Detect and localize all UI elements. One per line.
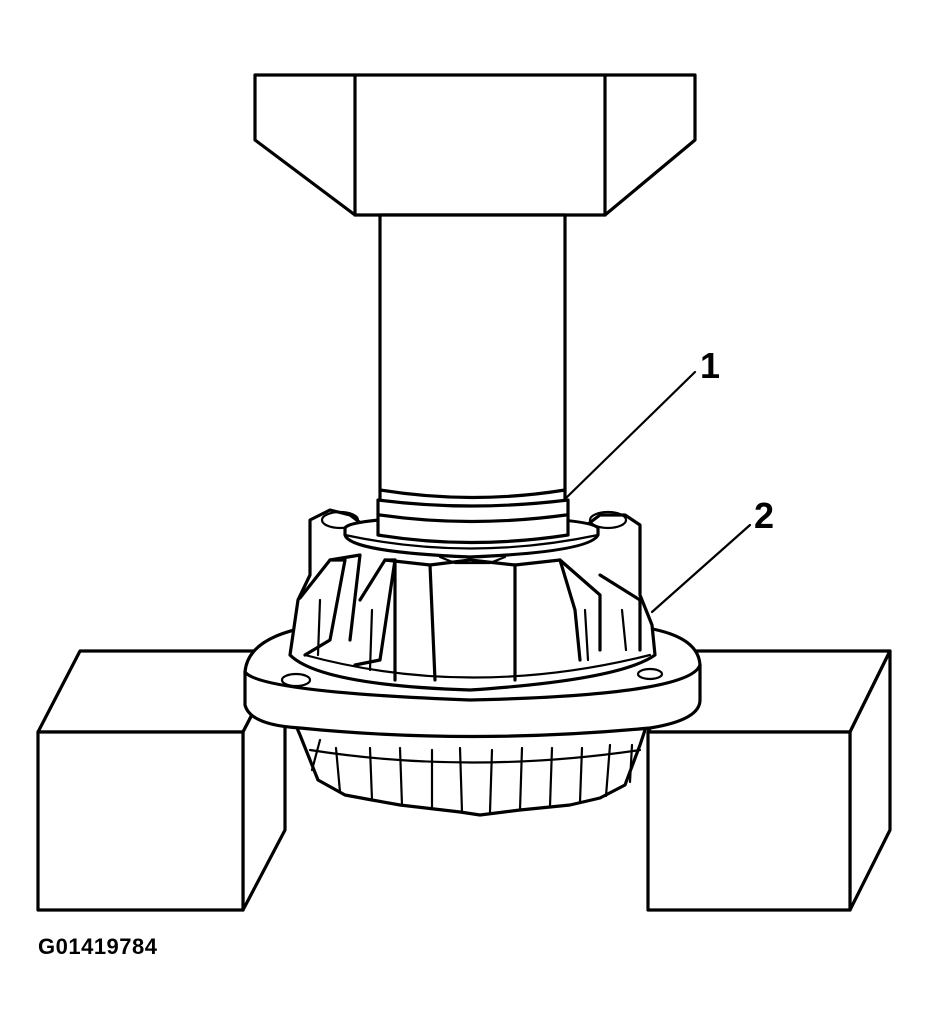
callout-label-1: 1 (700, 345, 720, 386)
callout-2: 2 (650, 495, 774, 614)
press-ram-shaft (378, 213, 567, 512)
press-ram-head (253, 73, 697, 217)
callout-label-2: 2 (754, 495, 774, 536)
right-support-block (646, 649, 892, 912)
callout-1: 1 (564, 345, 720, 500)
differential-upper-body (288, 508, 657, 692)
figure-id: G01419784 (38, 934, 158, 959)
press-adapter-ring (343, 498, 600, 565)
